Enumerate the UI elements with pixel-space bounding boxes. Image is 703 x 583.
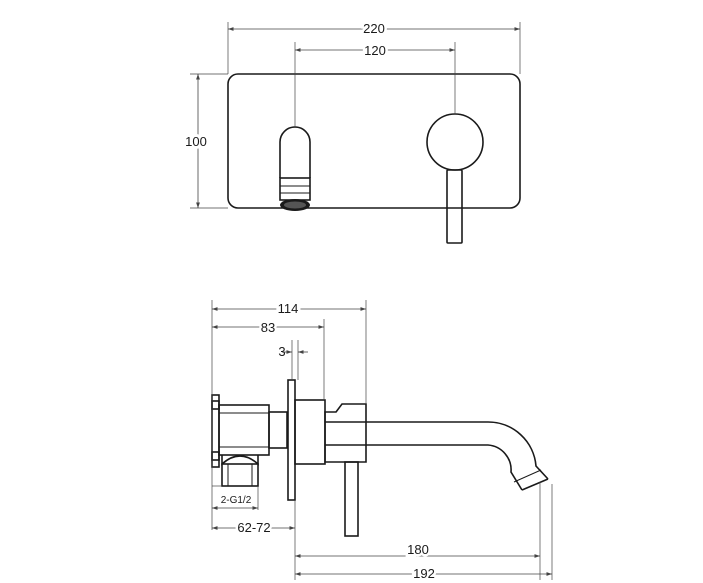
overall-reach-label: 192 bbox=[413, 566, 435, 581]
side-view: 114 83 3 2-G1/2 62-72 180 192 bbox=[211, 299, 553, 583]
front-cover-plate bbox=[227, 73, 521, 209]
wall-range-label: 62-72 bbox=[237, 520, 270, 535]
side-inlet-fitting bbox=[221, 455, 259, 487]
side-handle bbox=[294, 399, 367, 537]
front-view: 220 120 100 bbox=[182, 19, 521, 244]
height-label: 100 bbox=[185, 134, 207, 149]
depth-total-label: 114 bbox=[278, 301, 299, 316]
spacing-label: 120 bbox=[364, 43, 386, 58]
depth-handle-label: 83 bbox=[261, 320, 275, 335]
front-spout bbox=[279, 126, 311, 211]
width-label: 220 bbox=[363, 21, 385, 36]
side-wall-plate bbox=[287, 379, 296, 501]
plate-thickness-label: 3 bbox=[278, 344, 285, 359]
side-spout bbox=[325, 421, 549, 491]
side-valve-body bbox=[211, 394, 288, 468]
front-handle bbox=[426, 113, 484, 244]
thread-size-label: 2-G1/2 bbox=[221, 495, 252, 506]
spout-reach-label: 180 bbox=[407, 542, 429, 557]
